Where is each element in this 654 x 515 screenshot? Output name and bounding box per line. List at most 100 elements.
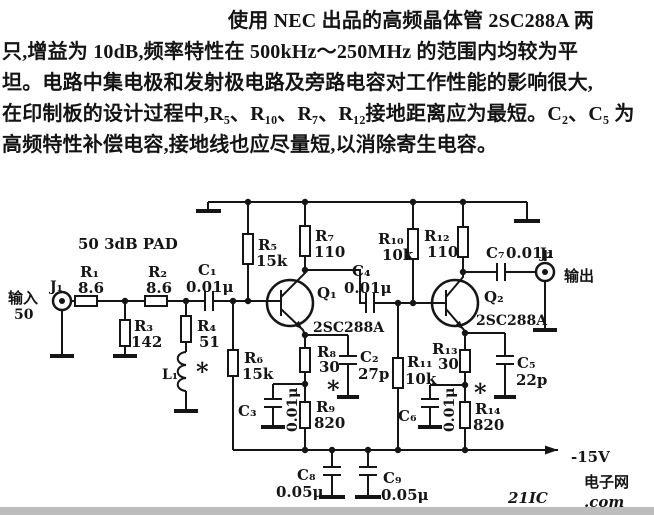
c1-value: 0.01μ <box>186 278 234 296</box>
r2-label: R₂ <box>148 263 167 281</box>
resistor-r13: R₁₃ 30 <box>432 340 471 373</box>
r12-label: R₁₂ <box>424 227 450 245</box>
inductor-l1: L₁ * <box>162 357 209 386</box>
c9-label: C₉ <box>383 469 402 487</box>
capacitor-c7: C₇ 0.01μ <box>486 244 554 281</box>
r11-label: R₁₁ <box>407 353 433 371</box>
q2-label: Q₂ <box>484 288 504 306</box>
r11-value: 10k <box>405 370 437 388</box>
resistor-r2: R₂ 8.6 <box>144 263 172 307</box>
q2-part: 2SC288A <box>476 313 548 329</box>
r1-label: R₁ <box>80 263 99 281</box>
r12-value: 110 <box>427 243 458 261</box>
c2-label: C₂ <box>360 348 379 366</box>
c6-value: 0.01μ <box>442 388 458 432</box>
capacitor-c8: C₈ 0.05μ <box>276 450 345 501</box>
intro-paragraph: 使用 NEC 出品的高频晶体管 2SC288A 两 只,增益为 10dB,频率特… <box>2 6 652 161</box>
c8-value: 0.05μ <box>276 483 324 501</box>
r2-value: 8.6 <box>146 279 172 297</box>
watermark-domain: .com <box>584 493 624 511</box>
paragraph-line: 高频特性补偿电容,接地线也应尽量短,以消除寄生电容。 <box>2 134 498 156</box>
r7-label: R₇ <box>315 227 334 245</box>
resistor-r5: R₅ 15k <box>242 233 288 270</box>
resistor-r10: R₁₀ 10k <box>378 228 419 264</box>
output-label: 输出 <box>564 267 594 285</box>
c4-value: 0.01μ <box>344 279 392 297</box>
star-c2: * <box>327 375 340 404</box>
transistor-q2: Q₂ 2SC288A <box>430 272 548 336</box>
r6-label: R₆ <box>244 349 263 367</box>
resistor-r14: R₁₄ 820 <box>459 400 504 434</box>
c4-label: C₄ <box>352 262 371 280</box>
l1-label: L₁ <box>162 367 178 383</box>
capacitor-c5: C₅ 22p * <box>474 333 547 407</box>
r13-label: R₁₃ <box>432 340 458 358</box>
paragraph-line: 只,增益为 10dB,频率特性在 500kHz～250MHz 的范围内均较为平 <box>2 41 579 63</box>
r5-label: R₅ <box>258 236 277 254</box>
r5-value: 15k <box>256 252 288 270</box>
star-c5: * <box>474 378 487 407</box>
c6-label: C₆ <box>398 407 417 425</box>
circuit-schematic: J₁ 输入 50 50 3dB PAD R₁ 8.6 R₂ 8.6 R₃ 142… <box>8 198 629 511</box>
r9-value: 820 <box>314 414 345 432</box>
c1-label: C₁ <box>198 261 217 279</box>
r4-value: 51 <box>199 333 220 351</box>
resistor-r4: R₄ 51 <box>180 315 220 351</box>
input-label: 输入 <box>8 289 38 307</box>
q1-label: Q₁ <box>317 284 337 302</box>
resistor-r1: R₁ 8.6 <box>74 263 104 307</box>
transistor-q1: Q₁ 2SC288A <box>265 270 385 336</box>
watermark-logo: 21IC 电子网 .com <box>507 473 629 511</box>
paragraph-line: 在印制板的设计过程中,R₅、R₁₀、R₇、R₁₂接地距离应为最短。C₂、C₅ 为 <box>2 103 635 125</box>
paragraph-line: 使用 NEC 出品的高频晶体管 2SC288A 两 <box>228 10 595 32</box>
r14-value: 820 <box>473 416 504 434</box>
watermark-site-name: 电子网 <box>584 473 629 491</box>
r8-label: R₈ <box>317 343 336 361</box>
resistor-r3: R₃ 142 <box>119 317 162 351</box>
capacitor-c3: C₃ 0.01μ <box>238 384 301 432</box>
capacitor-c9: C₉ 0.05μ <box>355 450 429 504</box>
r3-label: R₃ <box>134 317 153 335</box>
r4-label: R₄ <box>197 317 216 335</box>
j1-label: J₁ <box>48 279 63 295</box>
r10-value: 10k <box>382 246 414 264</box>
c8-label: C₈ <box>297 466 316 484</box>
resistor-r8: R₈ 30 <box>299 343 340 376</box>
input-impedance: 50 <box>14 307 34 323</box>
capacitor-c6: C₆ 0.01μ <box>398 385 458 432</box>
bottom-gray-bar <box>0 507 654 515</box>
r1-value: 8.6 <box>78 279 104 297</box>
capacitor-c2: C₂ 27p * <box>327 335 389 404</box>
r8-value: 30 <box>319 358 340 376</box>
connector-j2: J₂ 输出 <box>534 246 594 285</box>
r9-label: R₉ <box>316 398 335 416</box>
c5-label: C₅ <box>517 354 536 372</box>
resistor-r12: R₁₂ 110 <box>424 226 469 261</box>
connector-j1: J₁ 输入 50 <box>8 279 73 323</box>
r3-value: 142 <box>131 333 162 351</box>
r10-label: R₁₀ <box>378 230 404 248</box>
q1-part: 2SC288A <box>313 320 385 336</box>
r13-value: 30 <box>438 355 459 373</box>
c7-value: 0.01μ <box>506 244 554 262</box>
c5-value: 22p <box>516 371 547 389</box>
r6-value: 15k <box>242 365 274 383</box>
c3-value: 0.01μ <box>285 388 301 432</box>
j2-label: J₂ <box>538 246 553 262</box>
r14-label: R₁₄ <box>475 400 501 418</box>
resistor-r7: R₇ 110 <box>299 225 345 261</box>
paragraph-line: 坦。电路中集电极和发射极电路及旁路电容对工作性能的影响很大, <box>2 72 593 94</box>
c7-label: C₇ <box>486 244 505 262</box>
capacitor-c4: C₄ 0.01μ <box>344 262 392 313</box>
resistor-r9: R₉ 820 <box>299 398 345 432</box>
pad-label: 50 3dB PAD <box>78 235 178 253</box>
supply-label: -15V <box>571 448 610 466</box>
capacitor-c1: C₁ 0.01μ <box>186 261 234 311</box>
c3-label: C₃ <box>238 402 257 420</box>
r7-value: 110 <box>314 243 345 261</box>
resistor-r11: R₁₁ 10k <box>392 353 437 389</box>
c2-value: 27p <box>358 365 389 383</box>
resistor-r6: R₆ 15k <box>227 349 274 383</box>
watermark-brand: 21IC <box>507 489 548 507</box>
